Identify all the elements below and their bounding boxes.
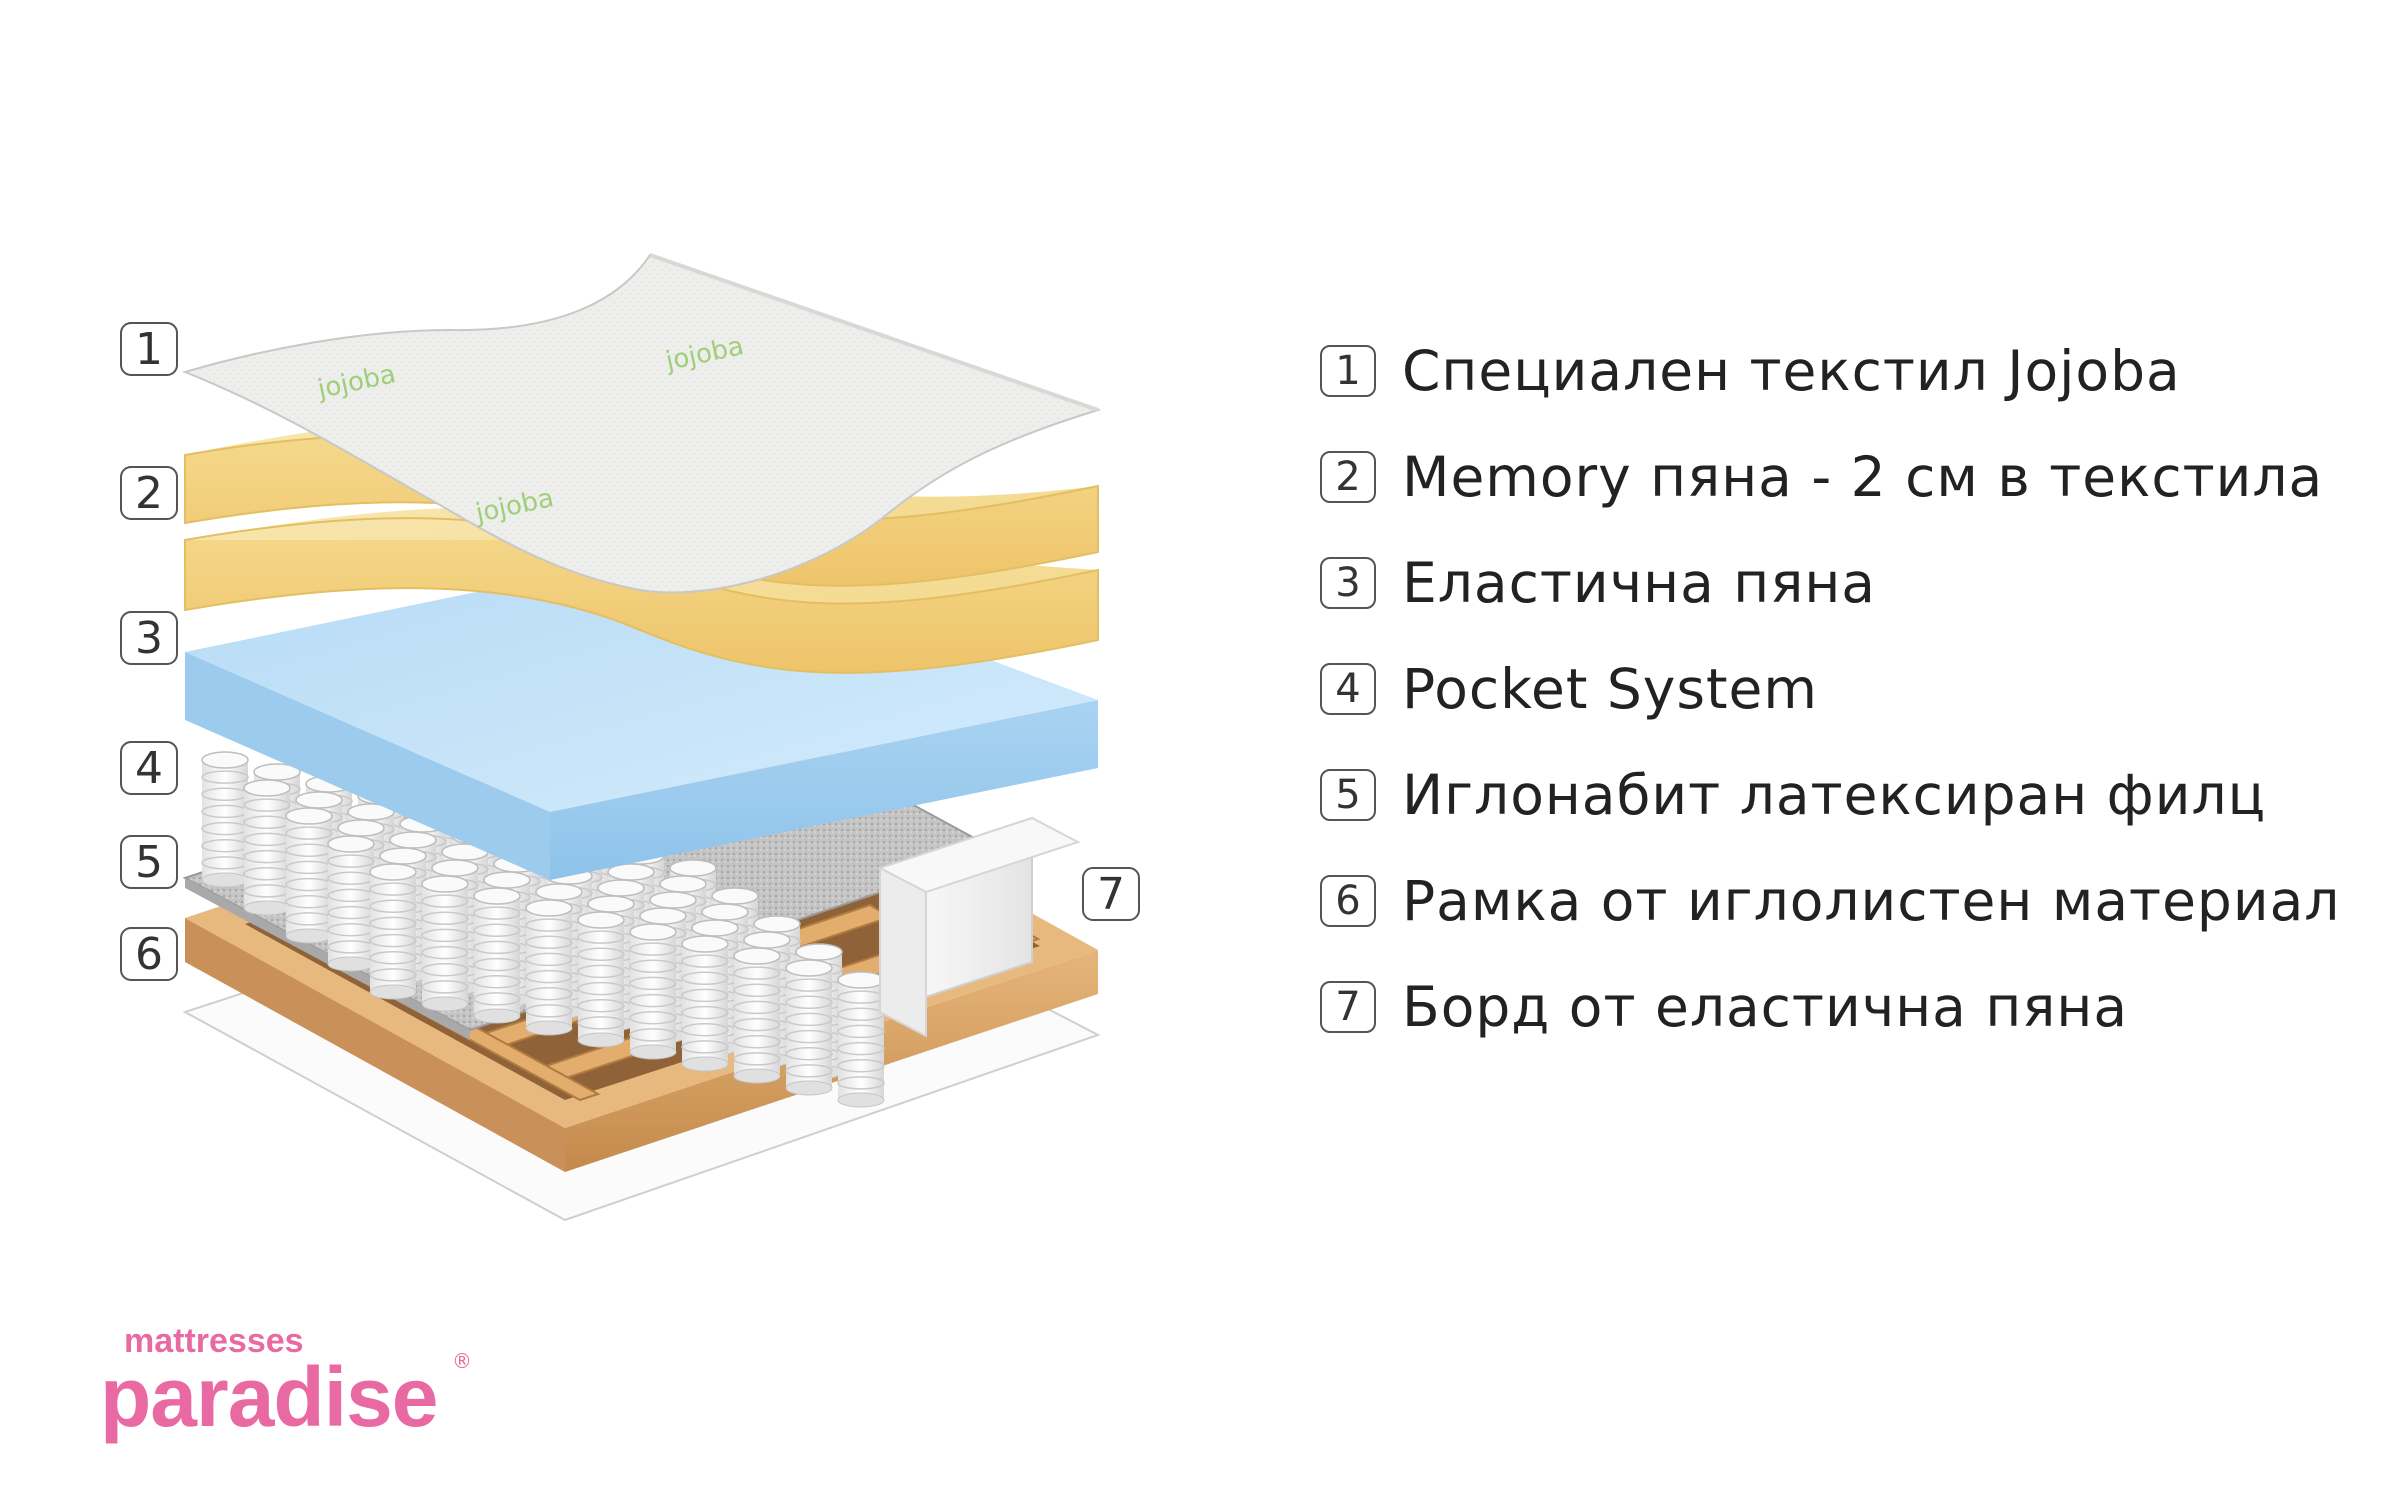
legend-label-2: Memory пяна - 2 см в текстила [1402, 445, 2324, 509]
legend-label-3: Еластична пяна [1402, 551, 1876, 615]
pocket-spring [525, 899, 573, 1036]
legend-item-2: 2 Memory пяна - 2 см в текстила [1320, 424, 2340, 530]
badge-4-number: 4 [135, 743, 163, 794]
brand-logo: mattresses paradise ® [100, 1322, 472, 1444]
legend-number-4: 4 [1320, 663, 1376, 715]
pocket-spring [327, 835, 375, 972]
pocket-spring [473, 887, 521, 1024]
legend-item-6: 6 Рамка от иглолистен материал [1320, 848, 2340, 954]
jojoba-textile-sheet: jojoba jojoba jojoba [181, 253, 1102, 594]
foam-board [877, 816, 1081, 1038]
badge-5-number: 5 [135, 837, 163, 888]
legend-number-5: 5 [1320, 769, 1376, 821]
legend-label-5: Иглонабит латексиран филц [1402, 763, 2267, 827]
badge-3-number: 3 [135, 613, 163, 664]
badge-6 [120, 927, 178, 981]
legend-number-2: 2 [1320, 451, 1376, 503]
legend-number-1: 1 [1320, 345, 1376, 397]
pocket-spring [201, 751, 249, 888]
legend-label-6: Рамка от иглолистен материал [1402, 869, 2341, 933]
legend-item-5: 5 Иглонабит латексиран филц [1320, 742, 2340, 848]
badge-1-number: 1 [135, 324, 163, 375]
elastic-foam-layer [185, 548, 1098, 880]
pocket-spring [837, 971, 885, 1108]
pocket-spring [285, 807, 333, 944]
legend-label-7: Борд от еластична пяна [1402, 975, 2129, 1039]
pocket-springs [201, 751, 885, 1108]
legend-number-3: 3 [1320, 557, 1376, 609]
diagram-badges [120, 322, 1140, 981]
legend-item-1: 1 Специален текстил Jojoba [1320, 318, 2340, 424]
badge-3 [120, 611, 178, 665]
pocket-spring [243, 779, 291, 916]
badge-2 [120, 466, 178, 520]
badge-1 [120, 322, 178, 376]
brand-line2: paradise [100, 1350, 438, 1444]
badge-7 [1082, 867, 1140, 921]
pocket-spring [369, 863, 417, 1000]
registered-mark: ® [452, 1349, 472, 1373]
pocket-spring [577, 911, 625, 1048]
legend-label-4: Pocket System [1402, 657, 1818, 721]
pocket-spring [629, 923, 677, 1060]
legend-item-3: 3 Еластична пяна [1320, 530, 2340, 636]
badge-6-number: 6 [135, 929, 163, 980]
legend-number-7: 7 [1320, 981, 1376, 1033]
legend-number-6: 6 [1320, 875, 1376, 927]
pocket-spring [681, 935, 729, 1072]
badge-5 [120, 835, 178, 889]
legend-label-1: Специален текстил Jojoba [1402, 339, 2181, 403]
badge-4 [120, 741, 178, 795]
legend-item-7: 7 Борд от еластична пяна [1320, 954, 2340, 1060]
layer-legend: 1 Специален текстил Jojoba 2 Memory пяна… [1320, 318, 2340, 1060]
pocket-spring [421, 875, 469, 1012]
badge-7-number: 7 [1097, 869, 1125, 920]
pocket-spring [733, 947, 781, 1084]
pocket-spring [785, 959, 833, 1096]
legend-item-4: 4 Pocket System [1320, 636, 2340, 742]
badge-2-number: 2 [135, 468, 163, 519]
brand-line1: mattresses [124, 1322, 304, 1360]
